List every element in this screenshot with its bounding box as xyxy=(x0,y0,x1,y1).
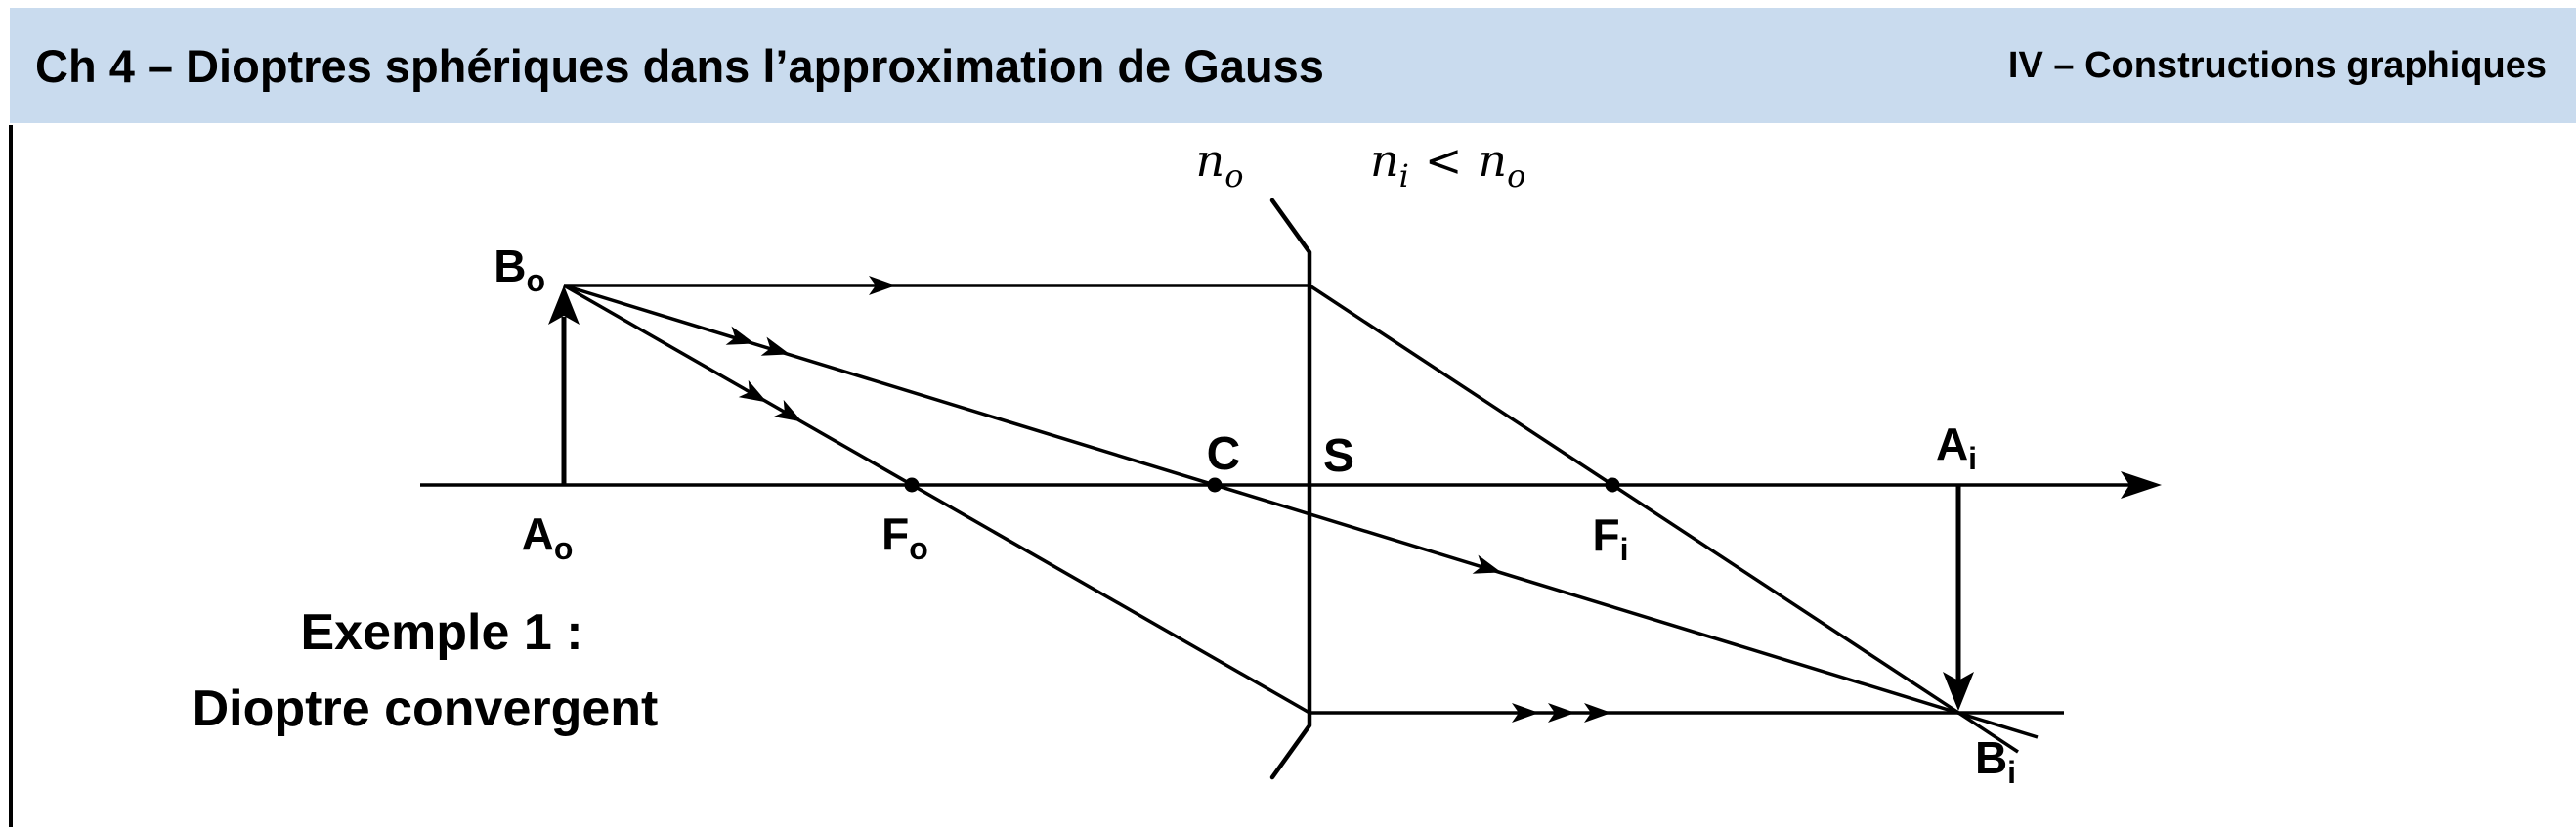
caption-line1: Exemple 1 : xyxy=(300,604,582,661)
label-Ao: Ao xyxy=(522,508,574,566)
caption-line2: Dioptre convergent xyxy=(193,680,659,737)
label-Ai: Ai xyxy=(1936,418,1977,476)
optics-diagram: Bo Ao Fo C S Fi Ai Bi no ni<no Exemple 1… xyxy=(193,134,2162,790)
label-Bo: Bo xyxy=(494,241,545,298)
label-C: C xyxy=(1207,428,1241,480)
label-n-object: no xyxy=(1196,134,1244,195)
ray-direction-arrow xyxy=(725,326,758,353)
image-arrowhead xyxy=(1943,672,1974,711)
focus-object-dot xyxy=(904,477,920,493)
label-S: S xyxy=(1323,430,1354,482)
axis-arrowhead xyxy=(2121,471,2162,499)
ray-direction-arrow xyxy=(1472,554,1505,582)
label-Bi: Bi xyxy=(1975,732,2016,790)
center-dot xyxy=(1207,477,1223,493)
slide-left-border xyxy=(9,125,13,827)
section-title: IV – Constructions graphiques xyxy=(2007,44,2547,86)
diopter-surface xyxy=(1269,198,1312,780)
object-arrowhead xyxy=(548,285,580,325)
ray-through-center xyxy=(563,284,2039,739)
label-Fo: Fo xyxy=(881,508,928,566)
focus-image-dot xyxy=(1605,477,1620,493)
page-title: Ch 4 – Dioptres sphériques dans l’approx… xyxy=(35,39,1324,92)
label-n-image-relation: ni<no xyxy=(1370,134,1525,195)
ray-direction-arrow xyxy=(738,379,772,412)
header-bar: Ch 4 – Dioptres sphériques dans l’approx… xyxy=(10,8,2576,123)
ray-through-focus-incident xyxy=(563,284,1310,715)
ray-direction-arrow xyxy=(773,399,807,431)
label-Fi: Fi xyxy=(1593,509,1629,567)
ray-direction-arrow xyxy=(760,336,794,364)
ray-parallel-refracted xyxy=(1309,284,2019,754)
